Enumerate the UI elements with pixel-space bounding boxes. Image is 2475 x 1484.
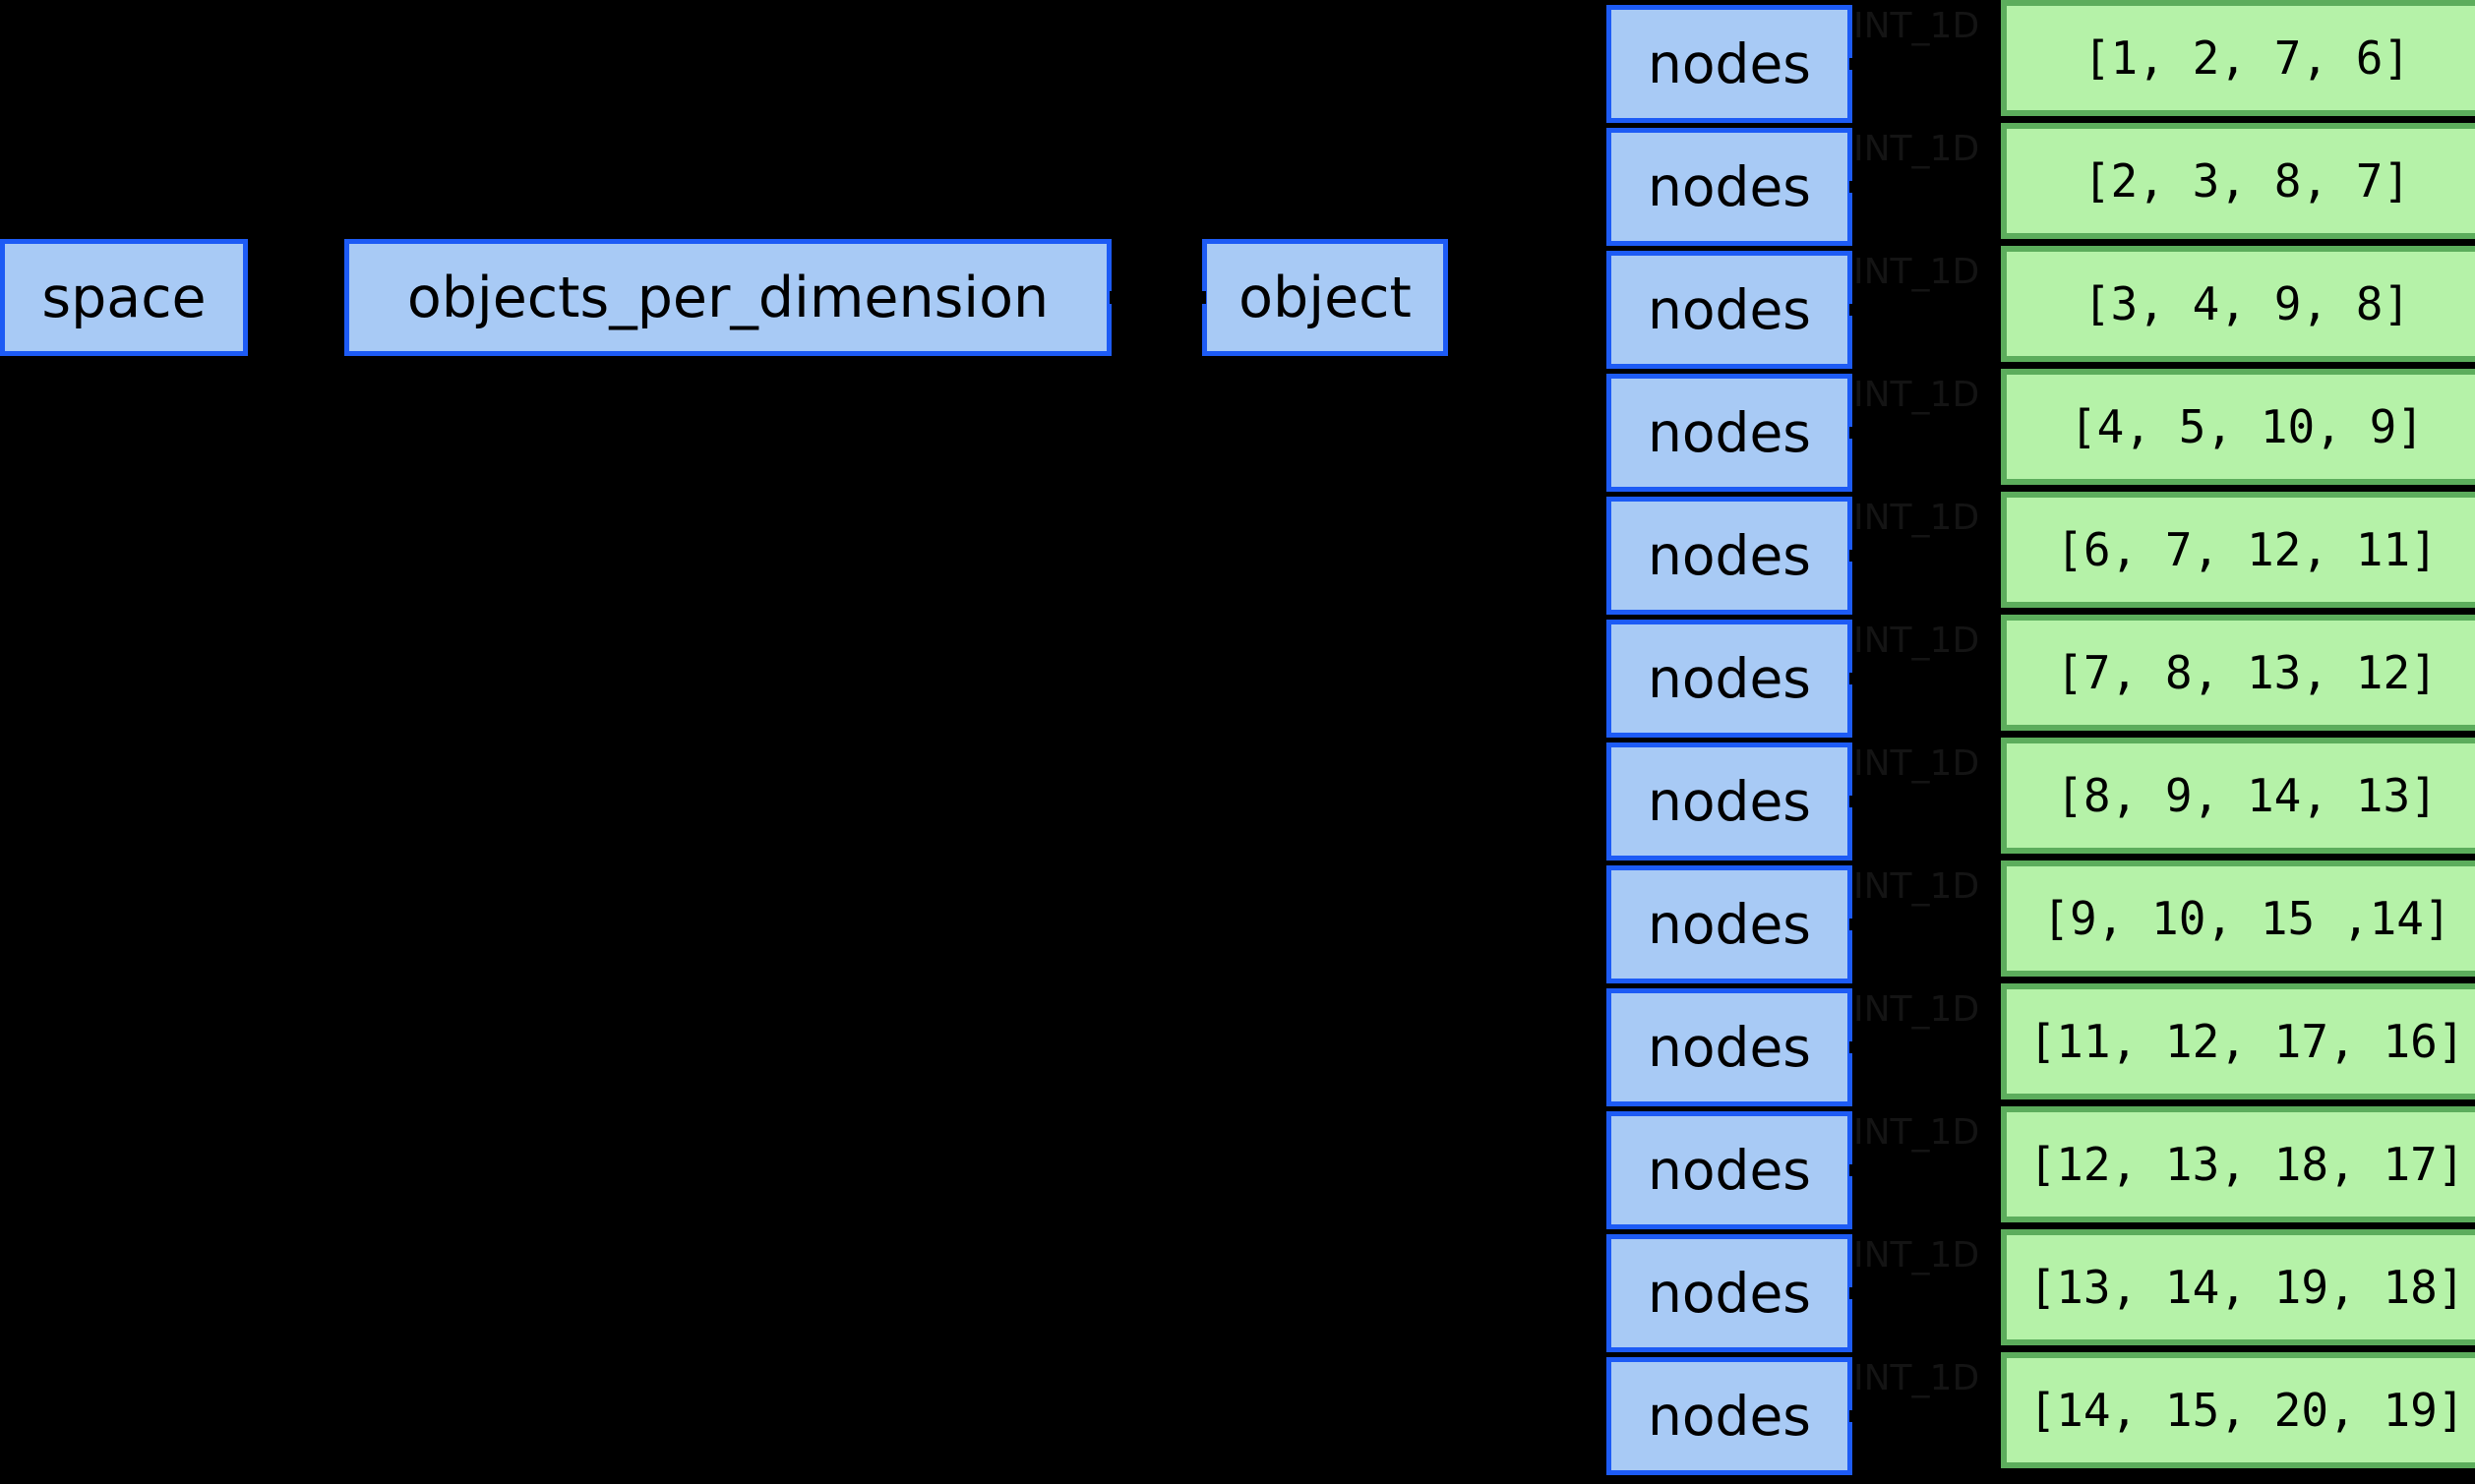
edge-type-label: INT_1D [1853, 1235, 1980, 1276]
value-box-nodes-array[interactable]: [7, 8, 13, 12] [2001, 615, 2475, 731]
connector-stub-object-left [1190, 291, 1206, 304]
connector-stub-nodes-left [1596, 1041, 1609, 1053]
edge-type-label: INT_1D [1853, 6, 1980, 46]
connector-stub-nodes-right [1849, 1410, 1863, 1422]
value-box-nodes-array[interactable]: [12, 13, 18, 17] [2001, 1106, 2475, 1222]
value-box-nodes-array[interactable]: [6, 7, 12, 11] [2001, 492, 2475, 608]
value-box-nodes-array[interactable]: [14, 15, 20, 19] [2001, 1352, 2475, 1468]
connector-stub-nodes-left [1596, 58, 1609, 70]
value-box-nodes-array[interactable]: [1, 2, 7, 6] [2001, 0, 2475, 116]
edge-type-label: INT_1D [1853, 621, 1980, 661]
node-box-nodes[interactable]: nodes [1606, 251, 1852, 369]
connector-stub-nodes-left [1596, 673, 1609, 684]
edge-type-label: INT_1D [1853, 989, 1980, 1030]
node-box-space[interactable]: space [0, 239, 248, 356]
edge-type-label: INT_1D [1853, 498, 1980, 538]
edge-type-label: INT_1D [1853, 1358, 1980, 1398]
connector-stub-nodes-left [1596, 550, 1609, 562]
value-box-nodes-array[interactable]: [11, 12, 17, 16] [2001, 983, 2475, 1099]
connector-stub-nodes-right [1849, 1041, 1863, 1053]
connector-stub-nodes-right [1849, 919, 1863, 930]
node-box-nodes[interactable]: nodes [1606, 620, 1852, 738]
connector-stub-nodes-right [1849, 304, 1863, 316]
connector-stub-nodes-right [1849, 181, 1863, 193]
connector-stub-nodes-left [1596, 1410, 1609, 1422]
node-box-nodes[interactable]: nodes [1606, 128, 1852, 246]
node-box-nodes[interactable]: nodes [1606, 1234, 1852, 1352]
edge-type-label: INT_1D [1853, 1112, 1980, 1153]
connector-stub-nodes-right [1849, 58, 1863, 70]
node-box-nodes[interactable]: nodes [1606, 1111, 1852, 1229]
connector-stub-nodes-left [1596, 796, 1609, 807]
edge-type-label: INT_1D [1853, 866, 1980, 907]
connector-stub-nodes-left [1596, 919, 1609, 930]
value-box-nodes-array[interactable]: [3, 4, 9, 8] [2001, 246, 2475, 362]
edge-type-label: INT_1D [1853, 252, 1980, 292]
connector-stub-nodes-left [1596, 181, 1609, 193]
edge-type-label: INT_1D [1853, 375, 1980, 415]
node-box-nodes[interactable]: nodes [1606, 988, 1852, 1106]
value-box-nodes-array[interactable]: [9, 10, 15 ,14] [2001, 861, 2475, 977]
node-box-objects-per-dimension[interactable]: objects_per_dimension [344, 239, 1112, 356]
edge-type-label: INT_1D [1853, 129, 1980, 169]
connector-stub-nodes-right [1849, 1164, 1863, 1176]
value-box-nodes-array[interactable]: [2, 3, 8, 7] [2001, 123, 2475, 239]
connector-stub-nodes-left [1596, 1287, 1609, 1299]
node-box-object[interactable]: object [1202, 239, 1448, 356]
connector-stub-nodes-right [1849, 796, 1863, 807]
value-box-nodes-array[interactable]: [8, 9, 14, 13] [2001, 738, 2475, 854]
connector-stub-objects-right [1110, 291, 1125, 304]
node-box-nodes[interactable]: nodes [1606, 5, 1852, 123]
node-box-nodes[interactable]: nodes [1606, 865, 1852, 983]
connector-stub-nodes-right [1849, 673, 1863, 684]
connector-stub-nodes-left [1596, 304, 1609, 316]
connector-stub-nodes-left [1596, 427, 1609, 439]
node-box-nodes[interactable]: nodes [1606, 742, 1852, 861]
node-box-nodes[interactable]: nodes [1606, 374, 1852, 492]
value-box-nodes-array[interactable]: [13, 14, 19, 18] [2001, 1229, 2475, 1345]
connector-stub-nodes-left [1596, 1164, 1609, 1176]
node-box-nodes[interactable]: nodes [1606, 1357, 1852, 1475]
value-box-nodes-array[interactable]: [4, 5, 10, 9] [2001, 369, 2475, 485]
edge-type-label: INT_1D [1853, 743, 1980, 784]
connector-stub-nodes-right [1849, 1287, 1863, 1299]
connector-stub-nodes-right [1849, 550, 1863, 562]
connector-stub-nodes-right [1849, 427, 1863, 439]
node-box-nodes[interactable]: nodes [1606, 497, 1852, 615]
